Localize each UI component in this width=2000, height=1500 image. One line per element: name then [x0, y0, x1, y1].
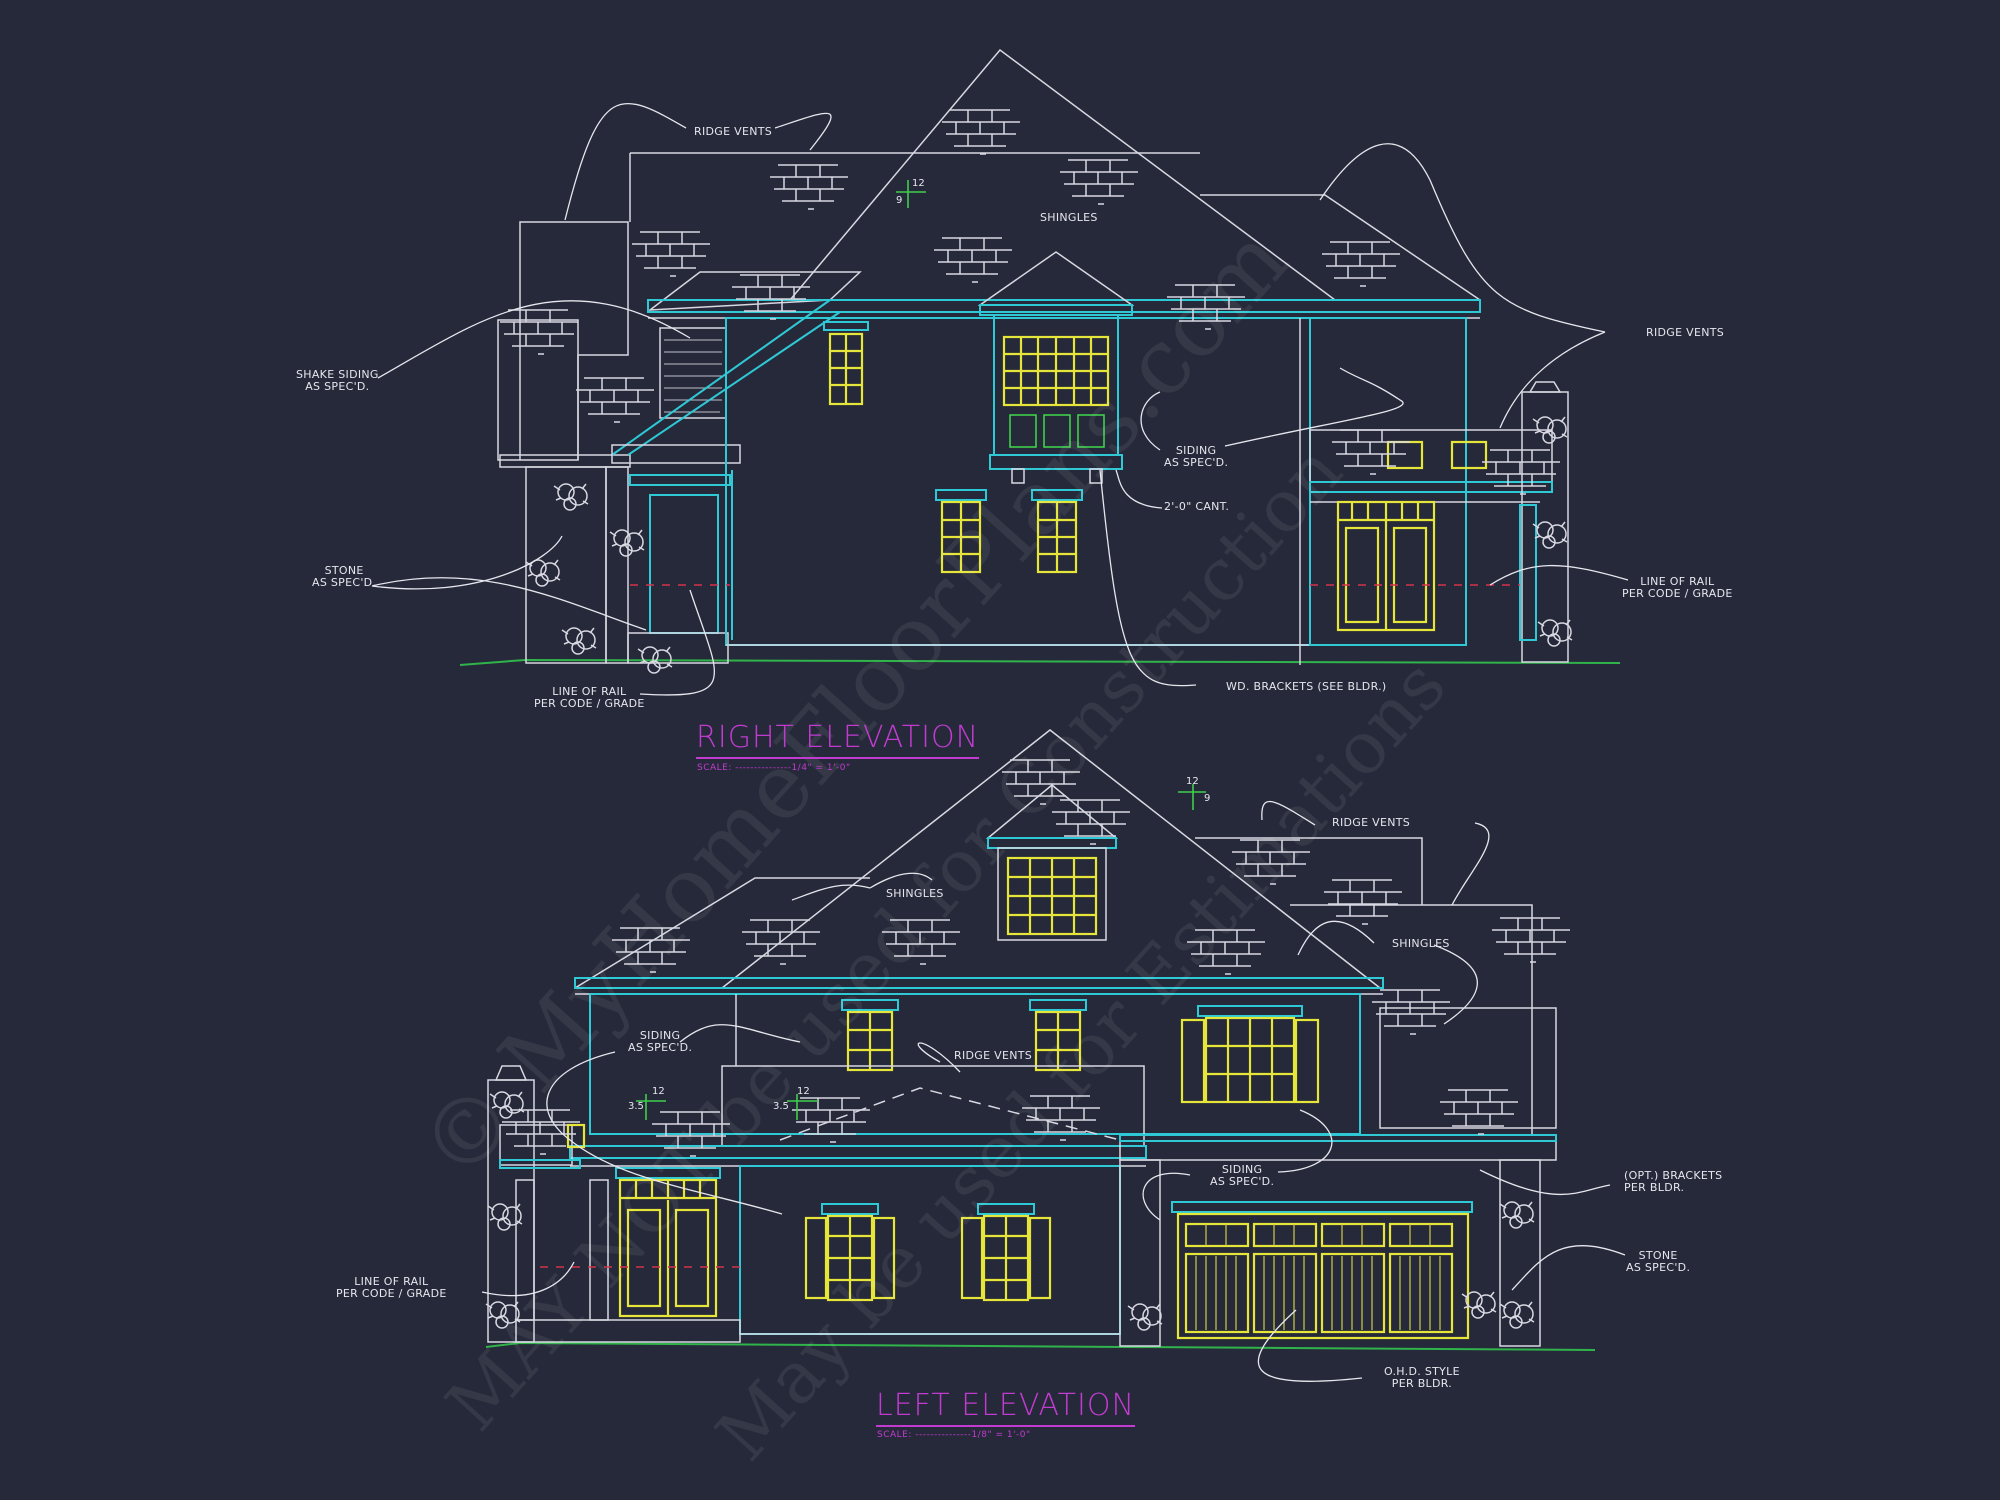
note-line-of-rail-right: LINE OF RAIL PER CODE / GRADE: [1622, 575, 1733, 600]
pitch-run-right-elev: 12: [912, 178, 925, 189]
note-shingles-right-elev: SHINGLES: [1040, 211, 1098, 224]
note-wd-brackets: WD. BRACKETS (SEE BLDR.): [1226, 680, 1387, 693]
note-stone-left-elev: STONE AS SPEC'D.: [1626, 1249, 1691, 1274]
note-ridge-vents-mid: RIDGE VENTS: [954, 1049, 1033, 1062]
title-right-elevation: RIGHT ELEVATION: [696, 720, 980, 759]
note-cant: 2'-0" CANT.: [1164, 500, 1230, 513]
note-siding-garage: SIDING AS SPEC'D.: [1210, 1163, 1275, 1188]
note-shingles-left: SHINGLES: [886, 887, 944, 900]
note-siding-left-elev: SIDING AS SPEC'D.: [628, 1029, 693, 1054]
pitch-run-left-elev-main: 12: [1186, 776, 1199, 787]
note-shingles-right: SHINGLES: [1392, 937, 1450, 950]
note-ridge-vents-right: RIDGE VENTS: [1646, 326, 1725, 339]
note-line-of-rail-left-elev: LINE OF RAIL PER CODE / GRADE: [336, 1275, 447, 1300]
scale-right-elevation: SCALE: ---------------1/4" = 1'-0": [697, 763, 851, 773]
note-shake-siding: SHAKE SIDING AS SPEC'D.: [296, 368, 379, 393]
note-stone-right-elev: STONE AS SPEC'D.: [312, 564, 377, 589]
left-elevation: [481, 729, 1626, 1382]
note-opt-brackets: (OPT.) BRACKETS PER BLDR.: [1624, 1169, 1723, 1194]
pitch-run-porch-left: 12: [652, 1086, 665, 1097]
pitch-rise-left-elev-main: 9: [1204, 793, 1211, 804]
note-line-of-rail-bottom: LINE OF RAIL PER CODE / GRADE: [534, 685, 645, 710]
note-ridge-vents-top-left-elev: RIDGE VENTS: [1332, 816, 1411, 829]
pitch-rise-porch-left: 3.5: [628, 1101, 644, 1112]
pitch-rise-right-elev: 9: [896, 195, 903, 206]
note-siding-right-elev: SIDING AS SPEC'D.: [1164, 444, 1229, 469]
note-ridge-vents-top-right-elev: RIDGE VENTS: [694, 125, 773, 138]
pitch-run-porch-mid: 12: [797, 1086, 810, 1097]
pitch-rise-porch-mid: 3.5: [773, 1101, 789, 1112]
scale-left-elevation: SCALE: ---------------1/8" = 1'-0": [877, 1430, 1031, 1440]
title-left-elevation: LEFT ELEVATION: [876, 1388, 1135, 1427]
note-ohd-style: O.H.D. STYLE PER BLDR.: [1384, 1365, 1460, 1390]
right-elevation: [371, 48, 1629, 696]
